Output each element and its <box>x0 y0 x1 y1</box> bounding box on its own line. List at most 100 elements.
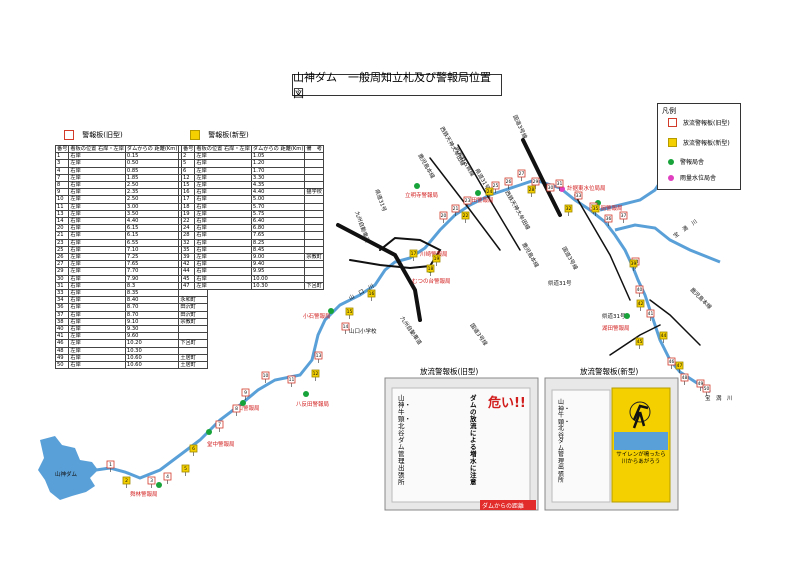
table-cell: 0.85 <box>124 166 180 175</box>
old-sign-marker <box>241 388 250 397</box>
sign-number: 29 <box>533 179 539 185</box>
table-cell: 2.50 <box>124 195 180 204</box>
sign-number: 49 <box>698 381 704 387</box>
table-cell: 右岸 <box>194 260 252 269</box>
table-cell: 5.00 <box>250 195 306 204</box>
table-cell: 19 <box>180 209 196 219</box>
sign-number: 5 <box>184 466 187 472</box>
new-sign-marker <box>636 299 645 308</box>
table-cell: 4.35 <box>250 181 306 190</box>
new-sign-marker <box>564 204 573 213</box>
sign-number: 10 <box>263 373 269 379</box>
table-cell: 右岸 <box>68 152 126 161</box>
table-cell: 20 <box>54 224 70 233</box>
table-cell: 7.10 <box>124 245 180 255</box>
table-cell <box>178 289 209 298</box>
table-cell: 右岸 <box>68 281 126 291</box>
label-river2: 宝 満 川 <box>672 217 699 239</box>
station-icon <box>668 158 674 165</box>
table-cell: 14 <box>54 217 70 226</box>
table-cell: 左岸 <box>68 159 126 168</box>
label-rd7: 西鉄天神大牟田線 <box>503 189 532 232</box>
table-header: 看板の位置 右岸・左岸 <box>194 144 252 154</box>
table-cell: 右岸 <box>68 353 126 363</box>
station-dot <box>206 429 212 435</box>
new-sign-marker <box>409 249 418 258</box>
table-cell: 3.30 <box>250 173 306 183</box>
old-sign-marker <box>491 181 500 190</box>
sign-danger: 危い!! <box>488 396 526 411</box>
table-cell: 10.20 <box>124 339 180 348</box>
table-cell <box>304 173 324 183</box>
table-cell: 29 <box>54 267 70 276</box>
table-cell: 右岸 <box>194 245 252 255</box>
old-sign-marker <box>147 476 156 485</box>
new-sign-marker <box>311 369 320 378</box>
table-cell: 8.70 <box>124 310 180 319</box>
new-sign-marker <box>122 476 131 485</box>
old-sign-marker <box>635 285 644 294</box>
table-cell: 36 <box>54 303 70 312</box>
table-cell <box>304 267 324 276</box>
sign-number: 45 <box>637 339 643 345</box>
station-label: 砂田警報局 <box>466 196 494 204</box>
old-sign-marker <box>555 179 564 188</box>
table-cell: 37 <box>54 310 70 319</box>
table-cell: 左岸 <box>194 253 252 262</box>
photo-new-caption: 放流警報板(新型) <box>580 367 639 376</box>
table-cell: 27 <box>54 260 70 269</box>
table-cell: 右岸 <box>68 274 126 283</box>
old-sign-marker <box>215 420 224 429</box>
table-cell: 1.05 <box>250 152 306 161</box>
table-cell: 右岸 <box>68 224 126 233</box>
station-dot <box>303 391 309 397</box>
station-label: 川崎警報局 <box>420 250 448 258</box>
table-cell: 4.40 <box>124 217 180 226</box>
station-label: 八反田警報局 <box>296 400 329 408</box>
label-rd15: 県道31号 <box>548 279 572 287</box>
new-sign-marker <box>591 204 600 213</box>
page-title: 山神ダム 一般周知立札及び警報局位置図 <box>292 71 502 100</box>
label-rd12: 国道3号線 <box>560 245 580 272</box>
old-sign-marker <box>574 191 583 200</box>
table-cell: 宗教町 <box>304 253 324 262</box>
table-cell: 右岸 <box>68 317 126 327</box>
sign-number: 16 <box>369 291 375 297</box>
new-sign-marker <box>527 185 536 194</box>
table-cell: 9.40 <box>250 260 306 269</box>
station-dot <box>414 183 420 189</box>
label-school: 山口小学校 <box>349 327 377 335</box>
station-label: 計据東水位局局 <box>567 184 606 192</box>
table-cell: 42 <box>180 260 196 269</box>
table-cell <box>304 181 324 190</box>
table-cell: 5.75 <box>250 209 306 219</box>
new-sign-marker <box>432 254 441 263</box>
sign-number: 35 <box>593 206 599 212</box>
new-sign-icon <box>668 138 677 147</box>
sign-number: 39 <box>631 261 637 267</box>
old-sign-marker <box>451 204 460 213</box>
table-cell: 18 <box>180 202 196 211</box>
sign-number: 30 <box>548 185 554 191</box>
table-cell: 9 <box>54 188 70 197</box>
table-cell: 8.35 <box>124 289 180 298</box>
table-cell: 0.15 <box>124 152 180 161</box>
new-sign-marker <box>675 361 684 370</box>
old-sign-marker <box>463 196 472 205</box>
sign-number: 44 <box>661 333 667 339</box>
river-lower <box>614 223 721 264</box>
table-cell <box>304 245 324 255</box>
table-cell: 6.55 <box>124 238 180 247</box>
label-rd10: 筑紫野古賀線 <box>453 145 477 178</box>
table-cell: 8.45 <box>250 245 306 255</box>
table-cell: 右岸 <box>194 217 252 226</box>
table-cell: 土居町 <box>178 353 209 363</box>
